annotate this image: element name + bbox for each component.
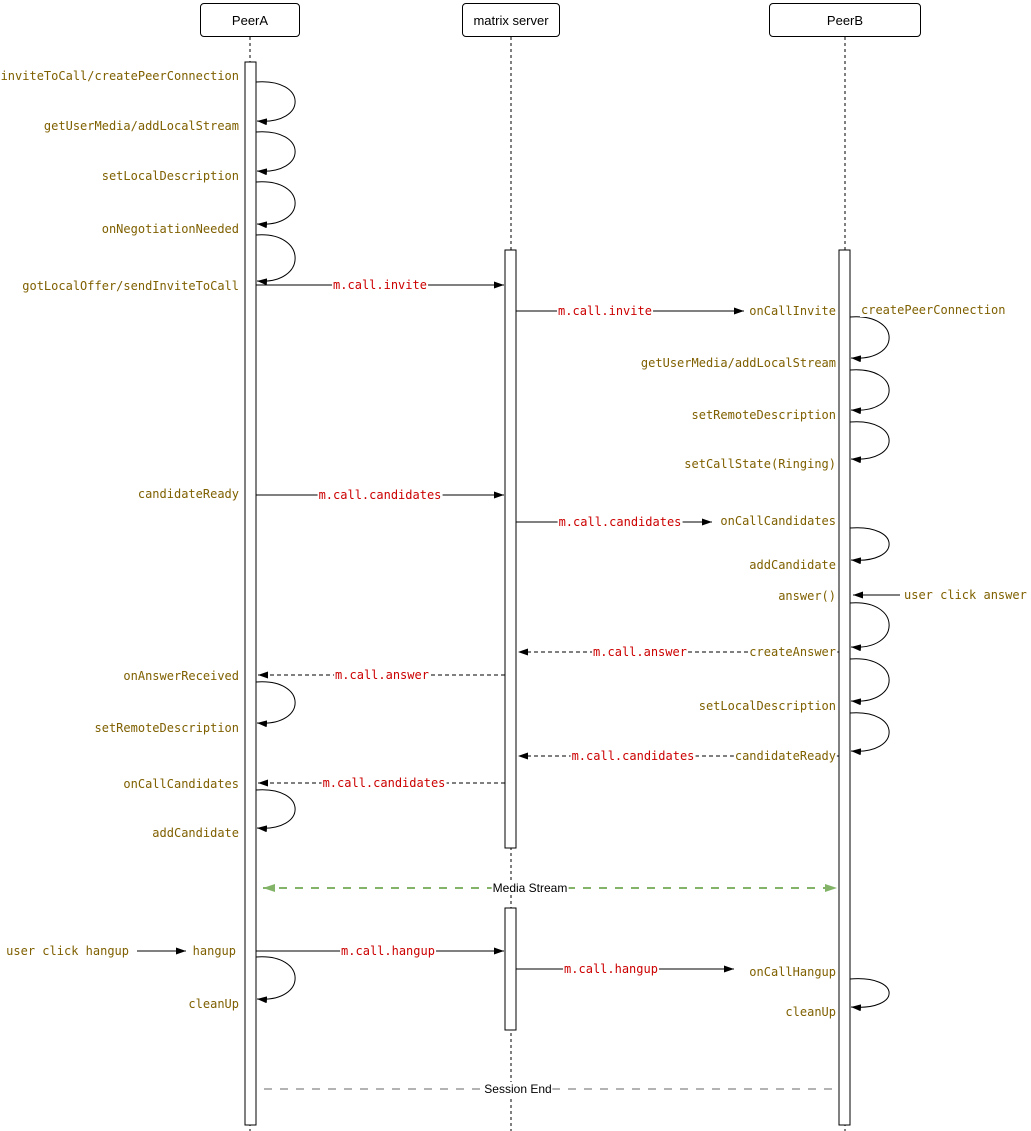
activation-bar-matrix-2 [504,907,517,1031]
label-msg-invite-server-to-b: m.call.invite [557,304,653,318]
label-peerb-add-candidate: addCandidate [748,558,837,572]
self-loop-peerb-setlocaldescription [849,658,890,706]
self-loop-peerb-createanswer [849,602,890,652]
label-peera-set-local-description: setLocalDescription [100,169,240,183]
self-loop-peera-addcandidate [255,789,296,833]
activation-bar-peerb [838,249,851,1126]
self-loop-peera-getusermedia [255,81,296,126]
label-peera-hangup: hangup [191,944,237,958]
label-user-click-hangup: user click hangup [5,944,130,958]
label-peera-invite-to-call: inviteToCall/createPeerConnection [0,69,240,83]
label-msg-hangup-server-to-b: m.call.hangup [563,962,659,976]
label-media-stream: Media Stream [491,881,569,895]
label-peera-candidate-ready: candidateReady [136,487,240,501]
self-loop-peerb-setcallstate [849,421,890,464]
label-peerb-set-remote-description: setRemoteDescription [690,408,837,422]
actor-peera-label: PeerA [231,12,269,28]
label-msg-answer-server-to-a: m.call.answer [334,668,430,682]
label-peerb-set-call-state-ringing: setCallState(Ringing) [683,457,837,471]
label-peerb-candidate-ready: candidateReady [733,749,837,763]
actor-matrix-server-label: matrix server [473,12,549,28]
self-loop-peerb-candidateready [849,712,890,756]
label-peera-set-remote-description: setRemoteDescription [93,721,240,735]
label-msg-candidates-b-to-server: m.call.candidates [570,749,696,763]
label-peera-add-candidate: addCandidate [151,826,240,840]
self-loop-peera-gotlocaloffer [255,234,296,286]
label-msg-answer-b-to-server: m.call.answer [592,645,688,659]
label-msg-hangup-a-to-server: m.call.hangup [340,944,436,958]
label-peera-got-local-offer: gotLocalOffer/sendInviteToCall [21,279,240,293]
activation-bar-peera [244,61,257,1126]
label-peera-get-user-media: getUserMedia/addLocalStream [42,119,240,133]
label-user-click-answer: user click answer [903,588,1028,602]
label-peera-on-call-candidates: onCallCandidates [122,777,240,791]
label-peerb-clean-up: cleanUp [784,1005,837,1019]
label-msg-invite-a-to-server: m.call.invite [332,278,428,292]
label-peerb-create-peer-connection: createPeerConnection [860,303,1007,317]
label-peerb-on-call-invite: onCallInvite [748,304,837,318]
self-loop-peerb-addcandidate [849,527,890,565]
actor-peerb: PeerB [769,3,921,37]
self-loop-peera-onnegotiationneeded [255,181,296,229]
self-loop-peera-cleanup [255,956,296,1004]
label-peera-on-negotiation-needed: onNegotiationNeeded [100,222,240,236]
label-peerb-create-answer: createAnswer [748,645,837,659]
label-msg-candidates-server-to-a: m.call.candidates [321,776,447,790]
self-loop-peerb-getusermedia [849,316,890,363]
actor-peerb-label: PeerB [826,12,864,28]
label-peera-clean-up: cleanUp [187,997,240,1011]
label-session-end: Session End [483,1082,553,1096]
label-peerb-get-user-media: getUserMedia/addLocalStream [639,356,837,370]
label-peerb-on-call-candidates: onCallCandidates [719,514,837,528]
actor-matrix-server: matrix server [462,3,560,37]
activation-bar-matrix-1 [504,249,517,849]
label-msg-candidates-server-to-b: m.call.candidates [557,515,683,529]
label-peerb-set-local-description: setLocalDescription [697,699,837,713]
label-peera-on-answer-received: onAnswerReceived [122,669,240,683]
label-peerb-on-call-hangup: onCallHangup [748,965,837,979]
label-msg-candidates-a-to-server: m.call.candidates [317,488,443,502]
actor-peera: PeerA [200,3,300,37]
label-peerb-answer: answer() [777,589,837,603]
self-loop-peerb-cleanup [849,978,890,1012]
self-loop-peera-setremotedescription [255,681,296,728]
self-loop-peera-setlocaldescription [255,131,296,176]
self-loop-peerb-setremotedescription [849,369,890,415]
